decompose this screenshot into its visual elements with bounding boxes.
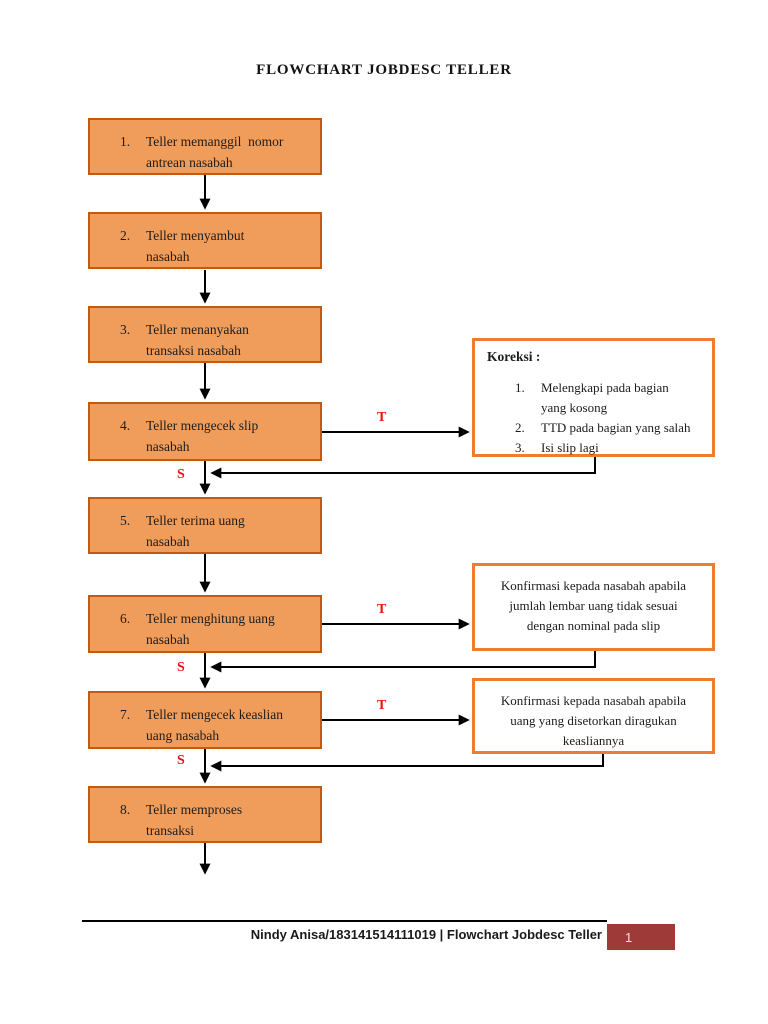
step-number: 8. bbox=[120, 802, 131, 817]
step-label: Teller memanggil nomor antrean nasabah bbox=[146, 134, 284, 170]
side-box-konfirmasi-keaslian: Konfirmasi kepada nasabah apabila uang y… bbox=[472, 678, 715, 754]
koreksi-item: 2. TTD pada bagian yang salah bbox=[515, 418, 708, 438]
step-number: 6. bbox=[120, 611, 131, 626]
koreksi-item-text: TTD pada bagian yang salah bbox=[541, 420, 691, 435]
step-number: 4. bbox=[120, 418, 131, 433]
koreksi-item-number: 1. bbox=[515, 380, 525, 395]
branch-label-s-step6: S bbox=[177, 660, 185, 675]
return-konfirmasi-jumlah-to-flow bbox=[210, 651, 596, 673]
flow-step-1: 1. Teller memanggil nomor antrean nasaba… bbox=[88, 118, 322, 175]
koreksi-item: 3. Isi slip lagi bbox=[515, 438, 708, 458]
koreksi-item: 1. Melengkapi pada bagian yang kosong bbox=[515, 378, 708, 418]
flow-step-2: 2. Teller menyambut nasabah bbox=[88, 212, 322, 269]
step-number: 3. bbox=[120, 322, 131, 337]
step-label: Teller menghitung uang nasabah bbox=[146, 611, 275, 647]
step-label: Teller terima uang nasabah bbox=[146, 513, 245, 549]
koreksi-item-text: Melengkapi pada bagian yang kosong bbox=[541, 380, 669, 415]
step-number: 7. bbox=[120, 707, 131, 722]
flow-step-5: 5. Teller terima uang nasabah bbox=[88, 497, 322, 554]
koreksi-item-text: Isi slip lagi bbox=[541, 440, 599, 455]
konfirmasi-keaslian-text: Konfirmasi kepada nasabah apabila uang y… bbox=[500, 693, 687, 748]
return-konfirmasi-keaslian-to-flow bbox=[210, 754, 604, 772]
page-title: FLOWCHART JOBDESC TELLER bbox=[256, 62, 512, 78]
flow-step-8: 8. Teller memproses transaksi bbox=[88, 786, 322, 843]
branch-label-s-step4: S bbox=[177, 467, 185, 482]
side-box-koreksi: Koreksi : 1. Melengkapi pada bagian yang… bbox=[472, 338, 715, 457]
branch-label-s-step7: S bbox=[177, 753, 185, 768]
konfirmasi-jumlah-text: Konfirmasi kepada nasabah apabila jumlah… bbox=[500, 578, 687, 633]
flow-step-6: 6. Teller menghitung uang nasabah bbox=[88, 595, 322, 653]
step-label: Teller menyambut nasabah bbox=[146, 228, 245, 264]
step-label: Teller mengecek slip nasabah bbox=[146, 418, 259, 454]
flow-step-3: 3. Teller menanyakan transaksi nasabah bbox=[88, 306, 322, 363]
page-number-badge: 1 bbox=[607, 924, 675, 950]
koreksi-list: 1. Melengkapi pada bagian yang kosong 2.… bbox=[487, 378, 708, 458]
step-number: 5. bbox=[120, 513, 131, 528]
step-label: Teller mengecek keaslian uang nasabah bbox=[146, 707, 283, 743]
footer-text: Nindy Anisa/183141514111019 | Flowchart … bbox=[250, 927, 602, 942]
koreksi-title: Koreksi : bbox=[487, 349, 541, 364]
koreksi-item-number: 2. bbox=[515, 420, 525, 435]
koreksi-item-number: 3. bbox=[515, 440, 525, 455]
step-number: 1. bbox=[120, 134, 131, 149]
step-number: 2. bbox=[120, 228, 131, 243]
side-box-konfirmasi-jumlah: Konfirmasi kepada nasabah apabila jumlah… bbox=[472, 563, 715, 651]
flow-step-4: 4. Teller mengecek slip nasabah bbox=[88, 402, 322, 461]
step-label: Teller memproses transaksi bbox=[146, 802, 243, 838]
branch-label-t-step4: T bbox=[377, 410, 387, 425]
step-label: Teller menanyakan transaksi nasabah bbox=[146, 322, 249, 358]
branch-label-t-step7: T bbox=[377, 698, 387, 713]
branch-label-t-step6: T bbox=[377, 602, 387, 617]
flow-step-7: 7. Teller mengecek keaslian uang nasabah bbox=[88, 691, 322, 749]
footer-divider bbox=[82, 920, 607, 922]
